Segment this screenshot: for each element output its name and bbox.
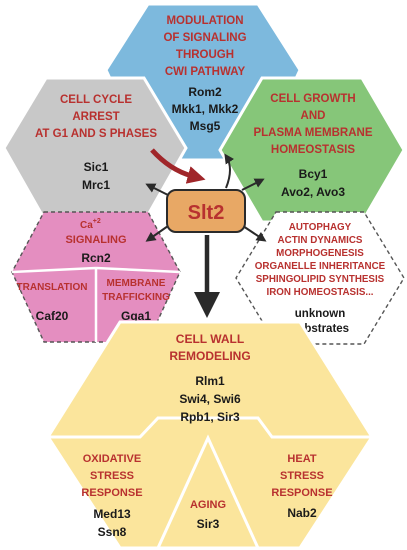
heat-title-line-1: HEAT: [287, 453, 316, 465]
membrane-title-line-2: TRAFFICKING: [102, 292, 170, 303]
translation-title: TRANSLATION: [17, 282, 88, 293]
cell-cycle-title-line-2: ARREST: [72, 111, 119, 123]
aging-protein: Sir3: [197, 517, 220, 531]
unknown-title-line-5: SPHINGOLIPID SYNTHESIS: [256, 274, 385, 285]
oxidative-protein-1: Med13: [93, 507, 131, 521]
cell-wall-protein-3: Rpb1, Sir3: [180, 410, 240, 424]
cell-growth-protein-1: Bcy1: [299, 167, 328, 181]
heat-title-line-2: STRESS: [280, 470, 324, 482]
membrane-title-line-1: MEMBRANE: [107, 278, 166, 289]
unknown-title-line-4: ORGANELLE INHERITANCE: [255, 261, 386, 272]
cell-wall-protein-1: Rlm1: [195, 374, 225, 388]
cell-wall-divider: [48, 416, 372, 439]
unknown-protein-line-1: unknown: [295, 308, 345, 320]
cell-cycle-title-line-1: CELL CYCLE: [60, 94, 132, 106]
cell-cycle-protein-2: Mrc1: [82, 178, 110, 192]
oxidative-protein-2: Ssn8: [98, 525, 127, 539]
modulation-title-line-3: THROUGH: [176, 49, 234, 61]
pink-divider-left: [11, 266, 97, 274]
membrane-protein: Gga1: [121, 309, 151, 323]
unknown-title-line-6: IRON HOMEOSTASIS...: [266, 287, 373, 298]
slt2-label: Slt2: [188, 202, 225, 224]
ca-signaling-protein: Rcn2: [81, 251, 111, 265]
unknown-title-line-2: ACTIN DYNAMICS: [278, 235, 363, 246]
arrow-to-unknown: [242, 225, 267, 242]
cell-growth-protein-2: Avo2, Avo3: [281, 185, 345, 199]
cell-growth-title-line-1: CELL GROWTH: [270, 93, 355, 105]
aging-triangle-divider: [156, 434, 260, 549]
arrow-to-cell-cycle: [145, 183, 169, 196]
cell-growth-title-line-4: HOMEOSTASIS: [271, 144, 355, 156]
cell-growth-title-line-2: AND: [301, 110, 326, 122]
unknown-title-line-1: AUTOPHAGY: [289, 222, 352, 233]
modulation-title-line-4: CWI PATHWAY: [165, 66, 246, 78]
translation-protein: Caf20: [36, 309, 69, 323]
cell-wall-protein-2: Swi4, Swi6: [179, 392, 241, 406]
slt2-node: [166, 189, 246, 233]
oxidative-title-line-3: RESPONSE: [81, 487, 142, 499]
unknown-substrates-hexagon: [235, 211, 405, 345]
modulation-protein-1: Rom2: [188, 85, 222, 99]
arrow-to-pink: [145, 225, 169, 242]
oxidative-title-line-1: OXIDATIVE: [83, 453, 141, 465]
modulation-protein-2: Mkk1, Mkk2: [172, 102, 239, 116]
cell-cycle-title-line-3: AT G1 AND S PHASES: [35, 128, 157, 140]
cell-cycle-protein-1: Sic1: [84, 160, 109, 174]
ca-symbol-label: Ca+2: [80, 218, 101, 231]
feedback-arrow-red: [150, 148, 206, 184]
modulation-title-line-2: OF SIGNALING: [163, 32, 246, 44]
aging-title: AGING: [190, 499, 226, 511]
heat-protein-1: Nab2: [287, 506, 317, 520]
cell-wall-title-line-2: REMODELING: [169, 349, 250, 363]
cell-wall-title-line-1: CELL WALL: [176, 332, 244, 346]
unknown-title-line-3: MORPHOGENESIS: [276, 248, 364, 259]
arrow-to-modulation: [224, 153, 235, 189]
modulation-title-line-1: MODULATION: [166, 15, 243, 27]
arrow-to-cell-growth: [241, 178, 265, 191]
modulation-protein-3: Msg5: [190, 119, 221, 133]
heat-title-line-3: RESPONSE: [271, 487, 332, 499]
ca-signaling-title: SIGNALING: [65, 234, 126, 246]
cell-growth-title-line-3: PLASMA MEMBRANE: [253, 127, 372, 139]
oxidative-title-line-2: STRESS: [90, 470, 134, 482]
pink-divider-right: [95, 266, 181, 274]
